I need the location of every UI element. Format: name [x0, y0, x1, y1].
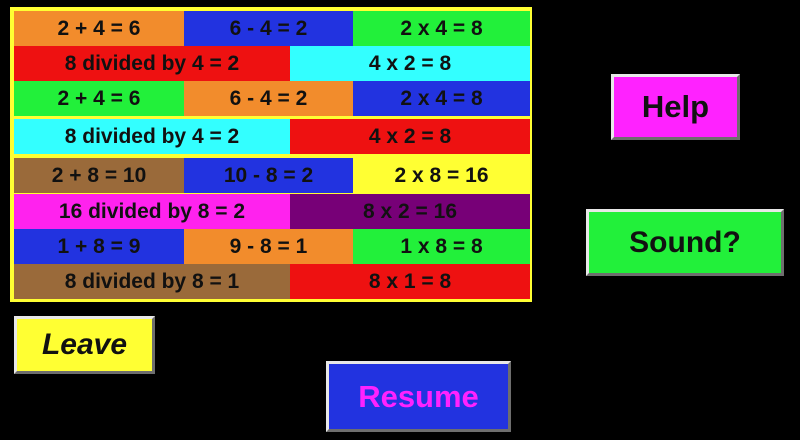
equation-tile[interactable]: 6 - 4 = 2 — [184, 81, 353, 116]
board-row-5: 2 + 8 = 10 10 - 8 = 2 2 x 8 = 16 — [14, 158, 530, 193]
equation-tile[interactable]: 2 x 4 = 8 — [353, 81, 530, 116]
equation-tile[interactable]: 1 + 8 = 9 — [14, 229, 184, 264]
board-row-1: 2 + 4 = 6 6 - 4 = 2 2 x 4 = 8 — [14, 11, 530, 46]
resume-button[interactable]: Resume — [326, 361, 511, 432]
equation-tile[interactable]: 2 + 8 = 10 — [14, 158, 184, 193]
board-row-4: 8 divided by 4 = 2 4 x 2 = 8 — [14, 119, 530, 154]
sound-button[interactable]: Sound? — [586, 209, 784, 276]
equation-tile[interactable]: 1 x 8 = 8 — [353, 229, 530, 264]
help-button[interactable]: Help — [611, 74, 740, 140]
board-row-8: 8 divided by 8 = 1 8 x 1 = 8 — [14, 264, 530, 299]
equation-tile[interactable]: 8 divided by 4 = 2 — [14, 119, 290, 154]
board-row-7: 1 + 8 = 9 9 - 8 = 1 1 x 8 = 8 — [14, 229, 530, 264]
equation-tile[interactable]: 2 + 4 = 6 — [14, 81, 184, 116]
equation-tile[interactable]: 4 x 2 = 8 — [290, 119, 530, 154]
equation-tile[interactable]: 16 divided by 8 = 2 — [14, 194, 290, 229]
equation-tile[interactable]: 2 x 8 = 16 — [353, 158, 530, 193]
equation-tile[interactable]: 6 - 4 = 2 — [184, 11, 353, 46]
board-row-3: 2 + 4 = 6 6 - 4 = 2 2 x 4 = 8 — [14, 81, 530, 116]
fact-family-board: 2 + 4 = 6 6 - 4 = 2 2 x 4 = 8 8 divided … — [10, 7, 532, 302]
equation-tile[interactable]: 9 - 8 = 1 — [184, 229, 353, 264]
board-row-6: 16 divided by 8 = 2 8 x 2 = 16 — [14, 194, 530, 229]
equation-tile[interactable]: 8 divided by 8 = 1 — [14, 264, 290, 299]
leave-button[interactable]: Leave — [14, 316, 155, 374]
board-row-2: 8 divided by 4 = 2 4 x 2 = 8 — [14, 46, 530, 81]
equation-tile[interactable]: 10 - 8 = 2 — [184, 158, 353, 193]
equation-tile[interactable]: 4 x 2 = 8 — [290, 46, 530, 81]
equation-tile[interactable]: 2 x 4 = 8 — [353, 11, 530, 46]
equation-tile[interactable]: 8 x 2 = 16 — [290, 194, 530, 229]
equation-tile[interactable]: 8 x 1 = 8 — [290, 264, 530, 299]
equation-tile[interactable]: 2 + 4 = 6 — [14, 11, 184, 46]
equation-tile[interactable]: 8 divided by 4 = 2 — [14, 46, 290, 81]
